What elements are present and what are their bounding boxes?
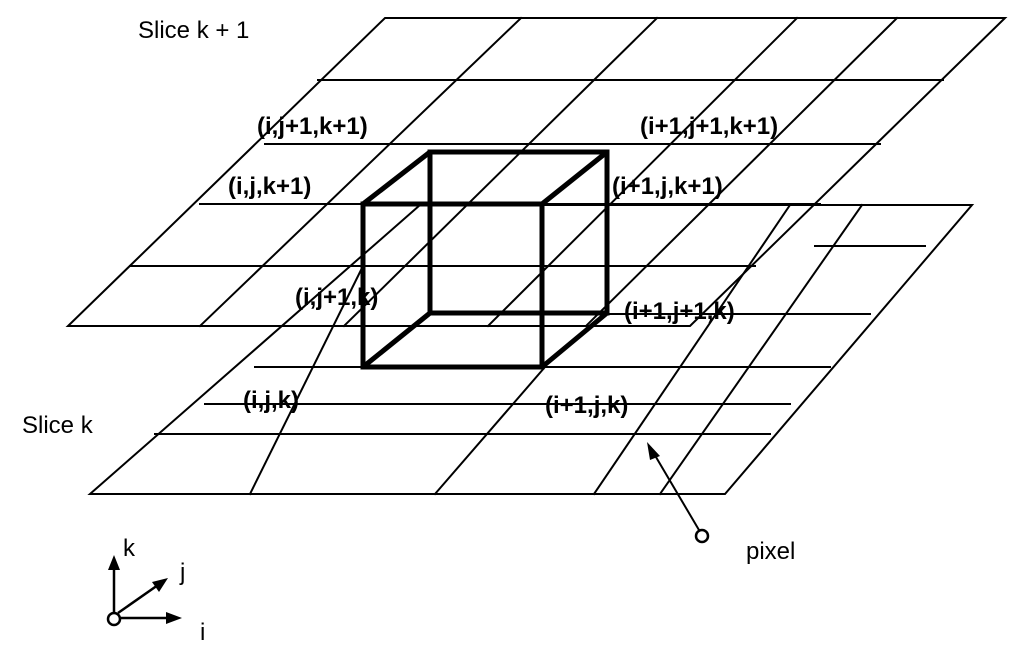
upper-grid-line <box>342 16 659 328</box>
vertex-label-i-j1-k1: (i,j+1,k+1) <box>257 113 368 140</box>
axes-triad <box>106 555 182 627</box>
cube-edge <box>360 310 433 370</box>
vertex-label-i1-j1-k: (i+1,j+1,k) <box>624 298 735 325</box>
j-axis-line <box>117 583 159 615</box>
lower-slice-outline <box>87 204 975 495</box>
lower-grid-line <box>248 266 364 496</box>
upper-slice-outline <box>65 17 1008 327</box>
j-axis-label: j <box>179 559 185 586</box>
pixel-label: pixel <box>746 538 795 565</box>
k-axis-arrowhead <box>108 555 120 570</box>
pixel-marker-icon <box>694 528 710 544</box>
pixel-pointer-line <box>651 450 701 532</box>
upper-grid-line <box>584 16 899 328</box>
lower-grid-line <box>433 365 547 496</box>
lower-slice-label: Slice k <box>22 412 94 439</box>
voxel-cube <box>360 149 610 370</box>
pixel-pointer <box>647 442 710 544</box>
lower-slice-grid <box>87 203 975 496</box>
vertex-label-i1-j-k: (i+1,j,k) <box>545 392 628 419</box>
cube-edge <box>539 149 610 207</box>
k-axis-label: k <box>123 535 136 562</box>
vertex-label-i-j1-k: (i,j+1,k) <box>295 284 378 311</box>
j-axis-arrowhead <box>152 578 168 592</box>
vertex-label-i-j-k1: (i,j,k+1) <box>228 173 311 200</box>
vertex-label-i-j-k: (i,j,k) <box>243 387 299 414</box>
i-axis-arrowhead <box>166 612 182 624</box>
upper-slice-label: Slice k + 1 <box>138 17 249 44</box>
axes-origin-icon <box>106 611 122 627</box>
upper-slice-grid <box>65 16 1008 328</box>
lower-grid-line <box>592 203 792 496</box>
lower-grid-line <box>658 203 864 496</box>
upper-grid-line <box>486 16 799 328</box>
pixel-arrowhead <box>647 442 660 460</box>
upper-grid-line <box>198 16 523 328</box>
cube-edge <box>360 149 433 207</box>
i-axis-label: i <box>200 619 205 646</box>
vertex-label-i1-j-k1: (i+1,j,k+1) <box>612 173 723 200</box>
cube-edge <box>539 310 610 370</box>
vertex-label-i1-j1-k1: (i+1,j+1,k+1) <box>640 113 778 140</box>
